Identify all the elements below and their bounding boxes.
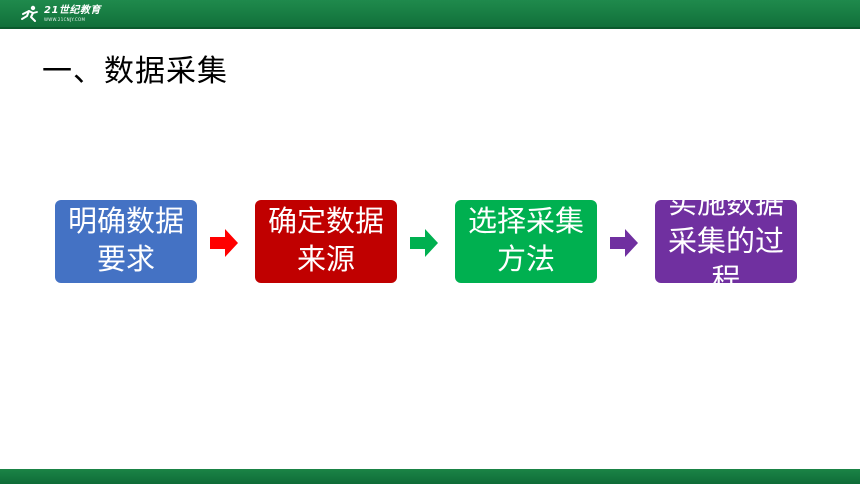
step-box-determine-source: 确定数据来源 [255, 200, 397, 283]
step-label: 确定数据来源 [267, 204, 384, 276]
footer-bar [0, 469, 860, 484]
step-box-select-method: 选择采集方法 [455, 200, 597, 283]
runner-logo-icon [21, 5, 38, 22]
step-box-define-requirements: 明确数据要求 [55, 200, 197, 283]
page-title: 一、数据采集 [42, 54, 228, 89]
arrow-right-icon [410, 229, 438, 257]
header-bar: 21世纪教育 WWW.21CNJY.COM [0, 0, 860, 27]
step-label: 明确数据要求 [67, 204, 184, 276]
arrow-right-icon [610, 229, 638, 257]
header-stripe [0, 27, 860, 29]
step-label: 选择采集方法 [467, 204, 584, 276]
logo-text: 21世纪教育 [44, 4, 101, 16]
logo: 21世纪教育 WWW.21CNJY.COM [20, 3, 101, 24]
step-label: 实施数据采集的过程 [667, 200, 784, 283]
step-box-implement-collection: 实施数据采集的过程 [655, 200, 797, 283]
logo-url: WWW.21CNJY.COM [44, 16, 86, 22]
arrow-right-icon [210, 229, 238, 257]
